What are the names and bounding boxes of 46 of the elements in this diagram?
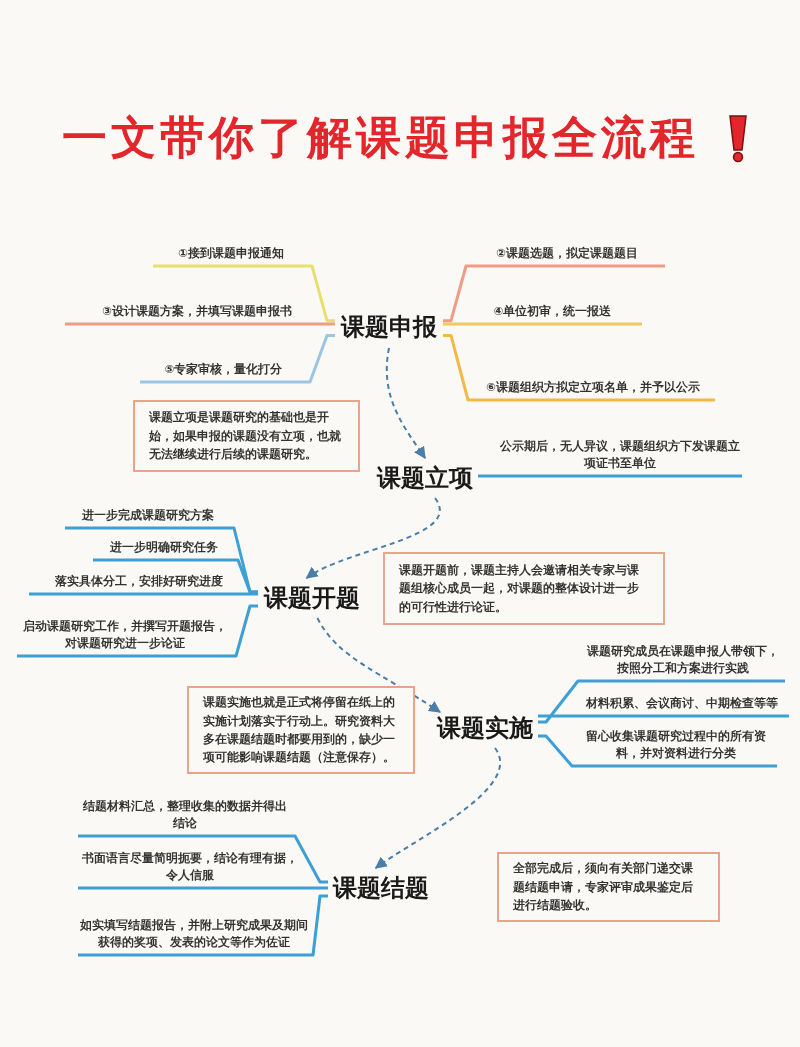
branch-text: 公示期后，无人异议，课题组织方下发课题立项证书至单位 [495, 432, 745, 478]
branch-text: ⑤专家审核，量化打分 [137, 354, 310, 384]
dashed-arrow [385, 347, 426, 459]
branch-text: ⑥课题组织方拟定立项名单，并予以公示 [468, 354, 718, 402]
branch-line [153, 264, 335, 323]
branch-line [443, 333, 715, 402]
dashed-arrow [305, 497, 441, 579]
branch-line [65, 322, 335, 326]
topic-label: 课题立项 [372, 458, 478, 498]
topic-label: 课题申报 [335, 306, 443, 348]
branch-text: 如实填写结题报告，并附上研究成果及期间获得的奖项、发表的论文等作为佐证 [75, 894, 313, 957]
note-box: 课题开题前，课题主持人会邀请相关专家与课题组核心成员一起，对课题的整体设计进一步的可行性进行论证。 [383, 552, 665, 625]
branch-text: ④单位初审，统一报送 [460, 296, 645, 326]
branch-text: ②课题选题，拟定课题题目 [466, 238, 668, 268]
branch-line [443, 264, 665, 323]
branch-line [478, 474, 742, 478]
branch-line [78, 886, 328, 890]
note-box: 课题实施也就是正式将停留在纸上的实施计划落实于行动上。研究资料大多在课题结题时都要用到的，缺少一项可能影响课题结题（注意保存）。 [187, 686, 415, 774]
branch-text: ①接到课题申报通知 [150, 238, 312, 268]
branch-line [93, 558, 258, 594]
note-box: 课题立项是课题研究的基础也是开始，如果申报的课题没有立项，也就无法继续进行后续的课题研究。 [133, 400, 360, 472]
branch-line [78, 834, 328, 884]
dashed-arrow [316, 617, 441, 713]
title: 一文带你了解课题申报全流程 [60, 110, 700, 166]
topic-label: 课题结题 [328, 868, 434, 908]
branch-text: 材料积累、会议商讨、中期检查等等 [572, 690, 792, 718]
branch-line [538, 734, 777, 768]
branch-text: 课题研究成员在课题申报人带领下，按照分工和方案进行实践 [578, 640, 788, 683]
branch-line [538, 714, 789, 718]
topic-label: 课题开题 [258, 578, 366, 618]
branch-line [29, 592, 258, 596]
branch-line [140, 333, 335, 384]
note-box: 全部完成后，须向有关部门递交课题结题申请，专家评审成果鉴定后进行结题验收。 [497, 852, 720, 922]
branch-text: 留心收集课题研究过程中的所有资料，并对资料进行分类 [572, 722, 780, 768]
dashed-arrow [374, 747, 501, 869]
topic-label: 课题实施 [432, 708, 538, 748]
branch-text: 书面语言尽量简明扼要，结论有理有据，令人信服 [75, 844, 305, 890]
branch-line [17, 604, 258, 658]
branch-line [538, 679, 785, 724]
branch-text: 进一步明确研究任务 [90, 534, 238, 562]
branch-line [443, 322, 642, 326]
branch-text: ③设计课题方案，并填写课题申报书 [62, 296, 332, 326]
branch-text: 进一步完成课题研究方案 [62, 502, 234, 530]
branch-text: 启动课题研究工作，并撰写开题报告，对课题研究进一步论证 [14, 614, 236, 658]
branch-text: 结题材料汇总，整理收集的数据并得出结论 [75, 796, 295, 838]
branch-text: 落实具体分工，安排好研究进度 [26, 560, 252, 596]
